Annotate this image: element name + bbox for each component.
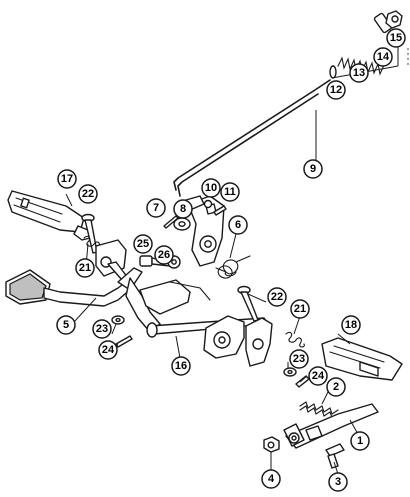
cotter-pin-7 xyxy=(163,215,179,229)
svg-text:21: 21 xyxy=(294,303,306,315)
washer-23-left xyxy=(111,315,125,325)
callout-18-text: 18 xyxy=(345,319,357,331)
callout-15: 15 xyxy=(386,28,406,48)
callout-21-left: 21 xyxy=(75,258,95,278)
callout-17: 17 xyxy=(57,169,77,189)
nut-4 xyxy=(263,436,280,453)
torsion-spring-6 xyxy=(215,255,251,279)
callout-11: 11 xyxy=(220,182,240,202)
bolt-3 xyxy=(325,443,345,469)
bolt-right xyxy=(237,285,259,322)
callout-24-right: 24 xyxy=(308,366,328,386)
svg-text:5: 5 xyxy=(63,319,69,331)
svg-text:21: 21 xyxy=(79,262,91,274)
svg-text:22: 22 xyxy=(82,188,94,200)
svg-text:1: 1 xyxy=(357,435,363,447)
washer-23-right xyxy=(283,367,297,377)
callout-22-left: 22 xyxy=(78,184,98,204)
svg-text:13: 13 xyxy=(353,67,365,79)
stand-spring-2 xyxy=(299,401,339,419)
callout-25: 25 xyxy=(133,234,153,254)
pin-24-left xyxy=(115,335,133,348)
pin-11 xyxy=(213,205,227,216)
callout-3: 3 xyxy=(328,472,348,492)
svg-text:10: 10 xyxy=(205,182,217,194)
callout-5: 5 xyxy=(56,315,76,335)
brake-rod xyxy=(173,79,331,197)
callout-4: 4 xyxy=(261,469,281,489)
callout-7: 7 xyxy=(146,198,166,218)
svg-text:25: 25 xyxy=(137,238,149,250)
svg-text:23: 23 xyxy=(96,323,108,335)
svg-text:6: 6 xyxy=(235,219,241,231)
svg-text:16: 16 xyxy=(175,360,187,372)
spring-left xyxy=(83,235,100,249)
clip-10 xyxy=(203,199,213,209)
svg-text:4: 4 xyxy=(268,473,275,485)
callout-13: 13 xyxy=(349,63,369,83)
svg-text:3: 3 xyxy=(335,476,341,488)
callout-23-left: 23 xyxy=(92,319,112,339)
svg-text:11: 11 xyxy=(224,186,236,198)
spring-right xyxy=(285,331,305,348)
brake-pedal xyxy=(5,267,161,333)
callout-22-right: 22 xyxy=(267,287,287,307)
rear-footpeg xyxy=(321,337,403,381)
callout-6: 6 xyxy=(228,215,248,235)
callout-1: 1 xyxy=(350,431,370,451)
callout-12: 12 xyxy=(326,80,346,100)
callout-23-right: 23 xyxy=(289,349,309,369)
rear-bracket xyxy=(203,315,273,367)
clevis-nut xyxy=(385,10,403,29)
pin-24-right xyxy=(295,375,310,388)
svg-text:15: 15 xyxy=(390,32,402,44)
svg-text:14: 14 xyxy=(377,51,390,63)
svg-text:2: 2 xyxy=(333,381,339,393)
callout-18: 18 xyxy=(341,315,361,335)
front-footpeg xyxy=(7,190,91,241)
svg-text:9: 9 xyxy=(310,163,316,175)
svg-text:23: 23 xyxy=(293,353,305,365)
side-stand xyxy=(283,403,379,449)
svg-text:17: 17 xyxy=(61,173,73,185)
svg-text:12: 12 xyxy=(330,84,342,96)
callout-16: 16 xyxy=(171,356,191,376)
svg-text:22: 22 xyxy=(271,291,283,303)
callout-26: 26 xyxy=(154,245,174,265)
adjuster-washer xyxy=(329,65,337,79)
svg-text:26: 26 xyxy=(158,249,170,261)
svg-text:7: 7 xyxy=(153,202,159,214)
callout-10: 10 xyxy=(201,178,221,198)
callout-8: 8 xyxy=(173,199,193,219)
callout-2: 2 xyxy=(326,377,346,397)
svg-text:24: 24 xyxy=(102,344,115,356)
callout-24-left: 24 xyxy=(98,340,118,360)
front-bracket xyxy=(95,239,129,281)
callout-14: 14 xyxy=(373,47,393,67)
svg-text:8: 8 xyxy=(180,203,186,215)
callout-21-right: 21 xyxy=(290,299,310,319)
svg-text:24: 24 xyxy=(312,370,325,382)
callout-9: 9 xyxy=(303,159,323,179)
